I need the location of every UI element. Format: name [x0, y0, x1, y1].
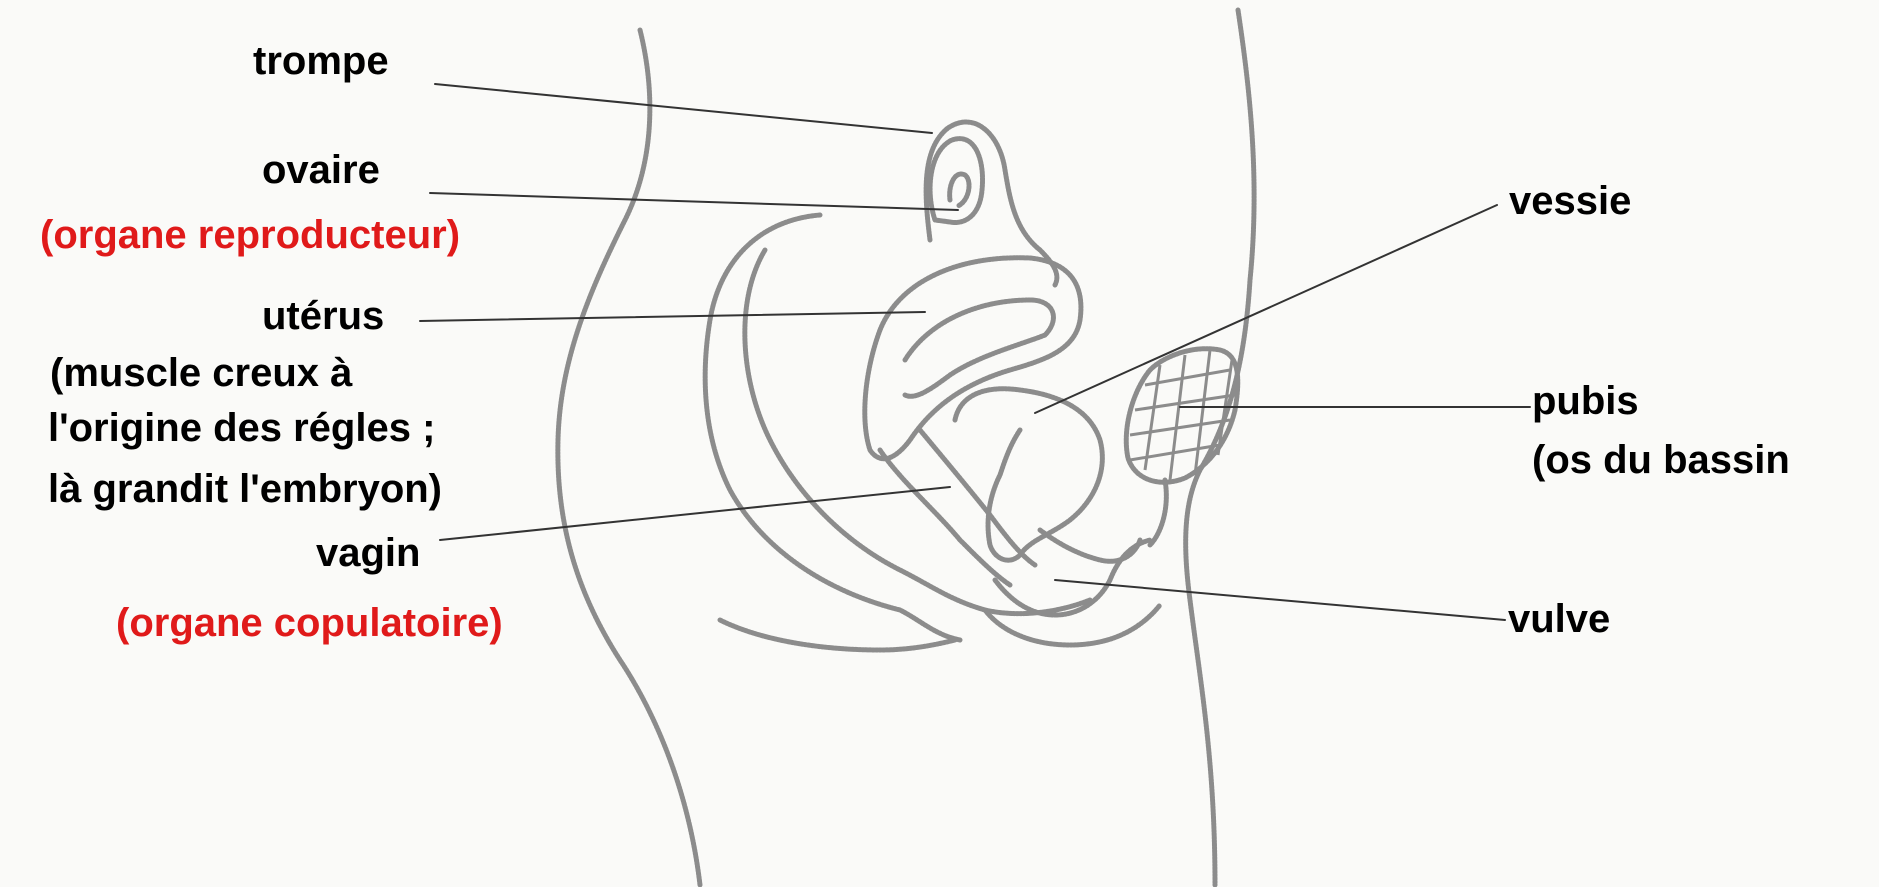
label-ovaire: ovaire	[262, 147, 380, 193]
ovary-inner	[950, 174, 969, 206]
label-trompe: trompe	[253, 38, 389, 84]
vagina-canal-inner	[920, 430, 1035, 565]
label-vulve: vulve	[1508, 596, 1610, 642]
label-vagin: vagin	[316, 530, 420, 576]
label-ovaire-note: (organe reproducteur)	[40, 212, 460, 258]
label-pubis: pubis	[1532, 378, 1639, 424]
bladder-shape	[955, 389, 1102, 560]
uterus-shape	[865, 258, 1081, 459]
back-outline	[558, 30, 700, 885]
belly-lower-curve	[1150, 480, 1166, 545]
label-vessie: vessie	[1509, 178, 1631, 224]
uterus-leader	[420, 312, 925, 321]
vagin-leader	[440, 487, 950, 540]
label-uterus: utérus	[262, 293, 384, 339]
label-uterus-note-2: l'origine des régles ;	[48, 405, 435, 451]
pubis-hatching	[1130, 350, 1235, 480]
vulve-leader	[1055, 580, 1505, 620]
label-pubis-note: (os du bassin	[1532, 437, 1790, 483]
vessie-leader	[1035, 205, 1497, 413]
label-vagin-note: (organe copulatoire)	[116, 600, 503, 646]
label-uterus-note-1: (muscle creux à	[50, 350, 352, 396]
label-uterus-note-3: là grandit l'embryon)	[48, 466, 442, 512]
trompe-leader	[435, 84, 932, 133]
ovaire-leader	[430, 193, 958, 210]
